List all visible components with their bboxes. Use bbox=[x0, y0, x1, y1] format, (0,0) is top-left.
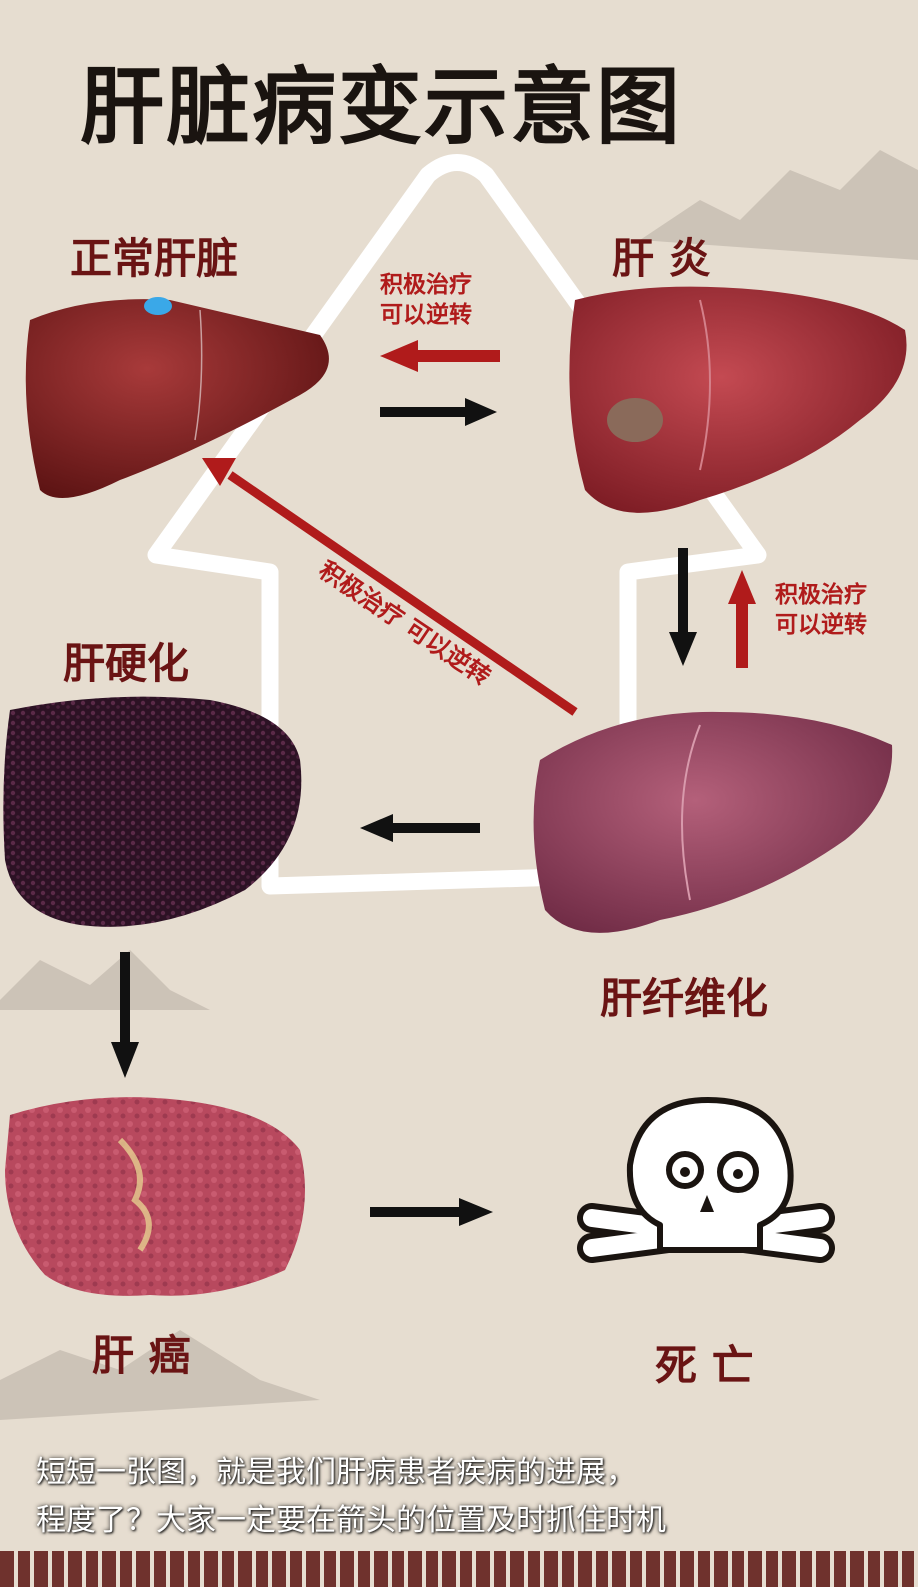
hepatitis-liver-image bbox=[569, 286, 907, 513]
arrow-normal-to-hepatitis-head bbox=[465, 398, 497, 426]
fibrosis-liver-image bbox=[533, 711, 893, 933]
arrow-fibrosis-to-normal bbox=[227, 471, 578, 716]
cirrhosis-liver-image bbox=[3, 696, 302, 927]
decorative-border bbox=[0, 1551, 918, 1587]
mountain-scenery bbox=[0, 150, 918, 1420]
arrow-fibrosis-to-hepatitis-head bbox=[728, 570, 756, 604]
highlight-outline-arrow bbox=[147, 154, 767, 895]
progression-arrows bbox=[111, 398, 697, 1226]
note-top-reversible: 积极治疗 可以逆转 bbox=[380, 270, 472, 330]
cancer-liver-image bbox=[5, 1097, 305, 1296]
label-death: 死 亡 bbox=[655, 1341, 754, 1390]
normal-liver-image bbox=[25, 297, 329, 498]
arrow-fibrosis-to-cirrhosis-head bbox=[360, 814, 393, 842]
note-right-line1: 积极治疗 bbox=[775, 582, 867, 608]
page-title: 肝脏病变示意图 bbox=[80, 58, 683, 156]
note-top-line2: 可以逆转 bbox=[380, 302, 472, 328]
note-right-line2: 可以逆转 bbox=[775, 612, 867, 638]
reversal-arrows bbox=[202, 340, 756, 716]
arrow-fibrosis-to-normal-head bbox=[202, 458, 236, 486]
arrow-hepatitis-to-normal-head bbox=[380, 340, 418, 372]
caption-line-1: 短短一张图，就是我们肝病患者疾病的进展， bbox=[36, 1455, 636, 1490]
note-right-reversible: 积极治疗 可以逆转 bbox=[775, 580, 867, 640]
arrow-cancer-to-death-head bbox=[459, 1198, 493, 1226]
note-top-line1: 积极治疗 bbox=[380, 272, 472, 298]
label-normal-liver: 正常肝脏 bbox=[70, 234, 239, 283]
gallbladder-marker bbox=[144, 297, 172, 315]
label-fibrosis: 肝纤维化 bbox=[600, 974, 769, 1023]
label-cirrhosis: 肝硬化 bbox=[63, 639, 190, 688]
arrow-hepatitis-to-fibrosis-head bbox=[669, 632, 697, 666]
arrow-cirrhosis-to-cancer-head bbox=[111, 1042, 139, 1078]
skull-crossbones-icon bbox=[577, 1097, 835, 1263]
label-hepatitis: 肝 炎 bbox=[612, 234, 711, 283]
label-cancer: 肝 癌 bbox=[92, 1331, 191, 1380]
caption-line-2: 程度了？大家一定要在箭头的位置及时抓住时机 bbox=[36, 1503, 666, 1538]
